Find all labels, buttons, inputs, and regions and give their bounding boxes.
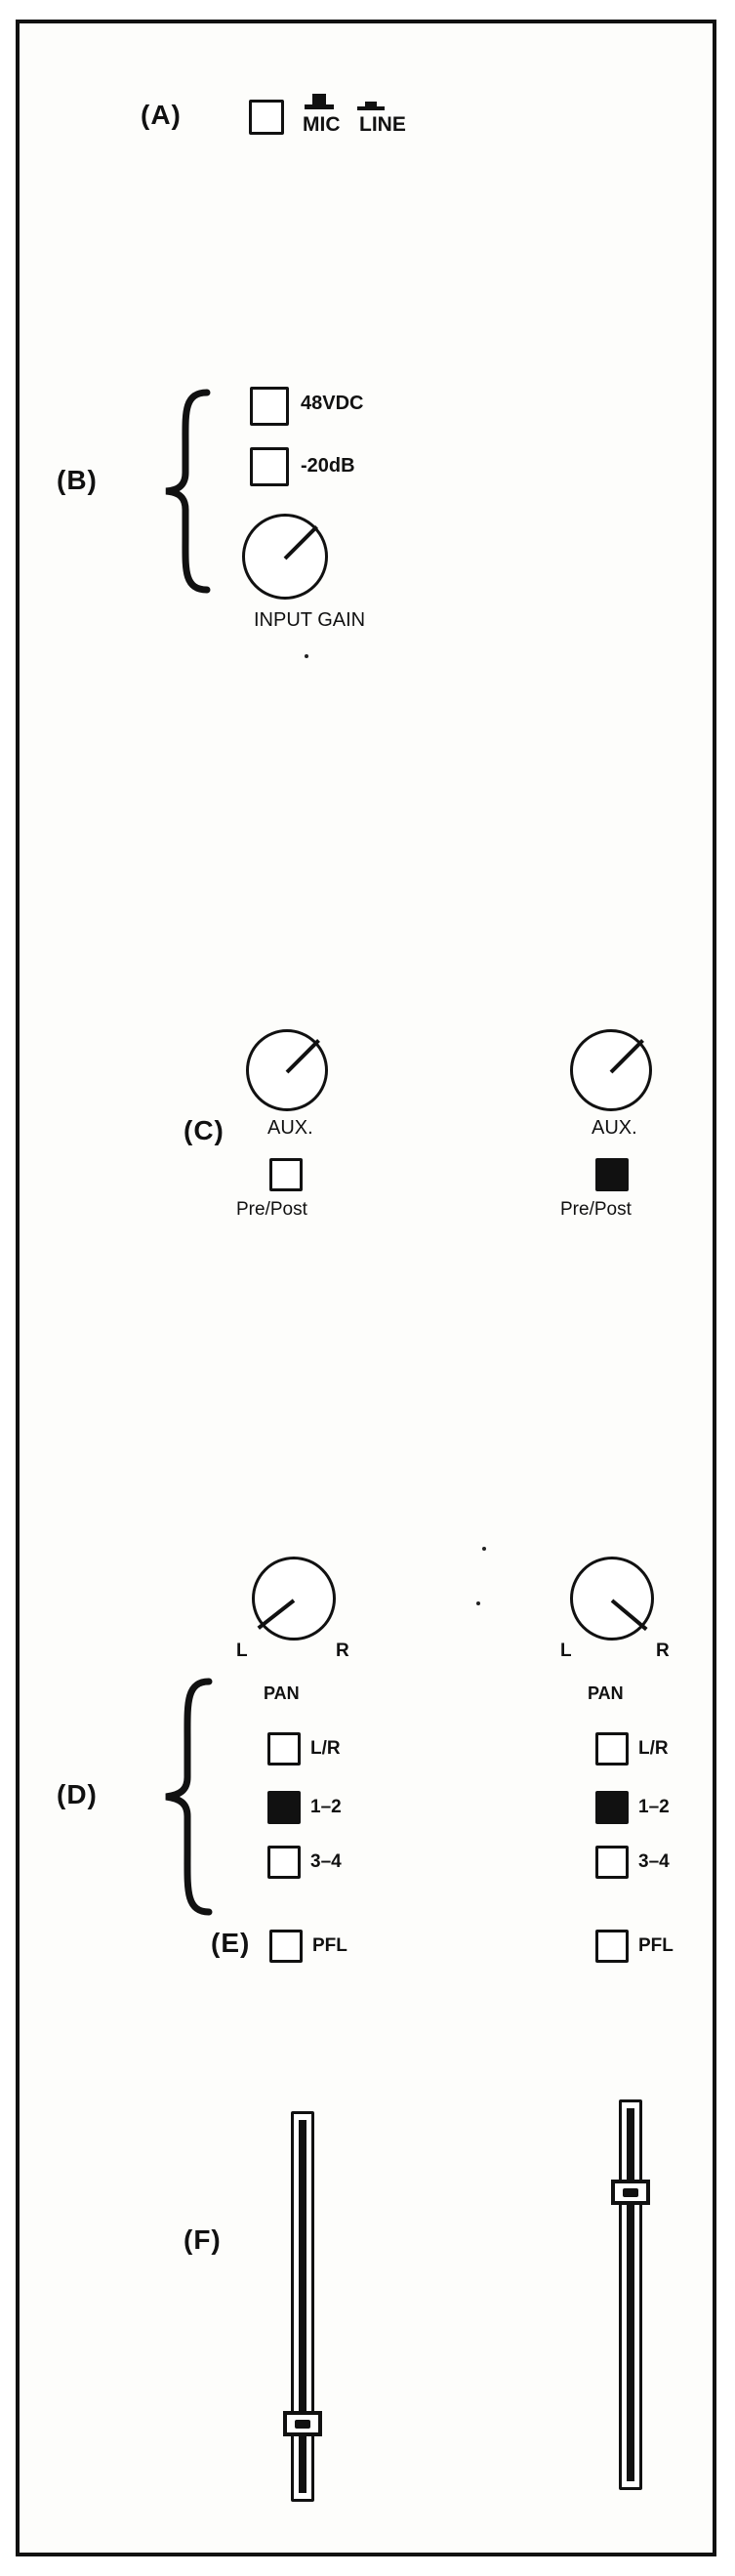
- aux-1-knob[interactable]: [246, 1029, 328, 1111]
- pad-button[interactable]: [250, 447, 289, 486]
- fader-cap[interactable]: [283, 2411, 322, 2436]
- mic-line-switch-button[interactable]: [249, 100, 284, 135]
- fader-slot: [627, 2108, 634, 2481]
- pan-2-right-label: R: [656, 1641, 670, 1661]
- pan-1-left-label: L: [236, 1641, 248, 1661]
- section-label-b: (B): [57, 465, 98, 495]
- ch2-route-34-button[interactable]: [595, 1846, 629, 1879]
- aux-1-prepost-label: Pre/Post: [236, 1199, 307, 1220]
- ch1-pfl-button[interactable]: [269, 1930, 303, 1963]
- knob-pointer: [610, 1599, 648, 1632]
- ch2-route-12-label: 1–2: [638, 1797, 670, 1817]
- speck: [476, 1601, 480, 1605]
- aux-1-label: AUX.: [267, 1117, 313, 1139]
- pan-2-left-label: L: [560, 1641, 572, 1661]
- section-label-d: (D): [57, 1779, 98, 1809]
- ch1-route-12-button[interactable]: [267, 1791, 301, 1824]
- aux-2-label: AUX.: [592, 1117, 637, 1139]
- ch2-pfl-label: PFL: [638, 1935, 674, 1956]
- pan-1-title: PAN: [264, 1683, 300, 1703]
- aux-2-knob[interactable]: [570, 1029, 652, 1111]
- section-label-c: (C): [184, 1115, 225, 1145]
- ch1-pfl-label: PFL: [312, 1935, 347, 1956]
- input-gain-knob[interactable]: [242, 514, 328, 600]
- pan-1-right-label: R: [336, 1641, 349, 1661]
- pan-1-knob[interactable]: [252, 1557, 336, 1641]
- channel-strip-panel: (A) MIC LINE (B) 48VDC -20dB INPUT GAIN …: [16, 20, 716, 2556]
- ch2-route-34-label: 3–4: [638, 1851, 670, 1872]
- section-label-a: (A): [141, 100, 182, 130]
- pan-2-title: PAN: [588, 1683, 624, 1703]
- fader-cap[interactable]: [611, 2180, 650, 2205]
- mic-label: MIC: [303, 113, 341, 136]
- section-d-brace-icon: [165, 1678, 213, 1916]
- ch2-pfl-button[interactable]: [595, 1930, 629, 1963]
- input-gain-label: INPUT GAIN: [254, 609, 366, 631]
- ch1-route-lr-button[interactable]: [267, 1732, 301, 1766]
- ch2-fader[interactable]: [601, 2099, 660, 2490]
- speck: [305, 654, 308, 658]
- fader-slot: [299, 2120, 306, 2493]
- pan-2-knob[interactable]: [570, 1557, 654, 1641]
- ch1-route-34-label: 3–4: [310, 1851, 342, 1872]
- line-label: LINE: [359, 113, 406, 136]
- knob-pointer: [257, 1599, 296, 1630]
- ch1-route-34-button[interactable]: [267, 1846, 301, 1879]
- section-b-brace-icon: [165, 389, 211, 594]
- aux-1-prepost-button[interactable]: [269, 1158, 303, 1191]
- knob-pointer: [609, 1039, 644, 1074]
- fader-track: [291, 2111, 314, 2502]
- section-label-e: (E): [211, 1928, 251, 1958]
- mic-line-switch-indicator-icon: [305, 94, 385, 110]
- phantom-power-label: 48VDC: [301, 393, 364, 414]
- ch1-route-12-label: 1–2: [310, 1797, 342, 1817]
- knob-pointer: [283, 525, 318, 561]
- knob-pointer: [285, 1039, 320, 1074]
- ch2-route-12-button[interactable]: [595, 1791, 629, 1824]
- ch2-route-lr-button[interactable]: [595, 1732, 629, 1766]
- fader-track: [619, 2099, 642, 2490]
- pad-label: -20dB: [301, 455, 355, 477]
- ch1-fader[interactable]: [273, 2111, 332, 2502]
- aux-2-prepost-label: Pre/Post: [560, 1199, 632, 1220]
- ch1-route-lr-label: L/R: [310, 1738, 341, 1759]
- speck: [482, 1547, 486, 1551]
- section-label-f: (F): [184, 2224, 222, 2255]
- aux-2-prepost-button[interactable]: [595, 1158, 629, 1191]
- phantom-power-button[interactable]: [250, 387, 289, 426]
- ch2-route-lr-label: L/R: [638, 1738, 669, 1759]
